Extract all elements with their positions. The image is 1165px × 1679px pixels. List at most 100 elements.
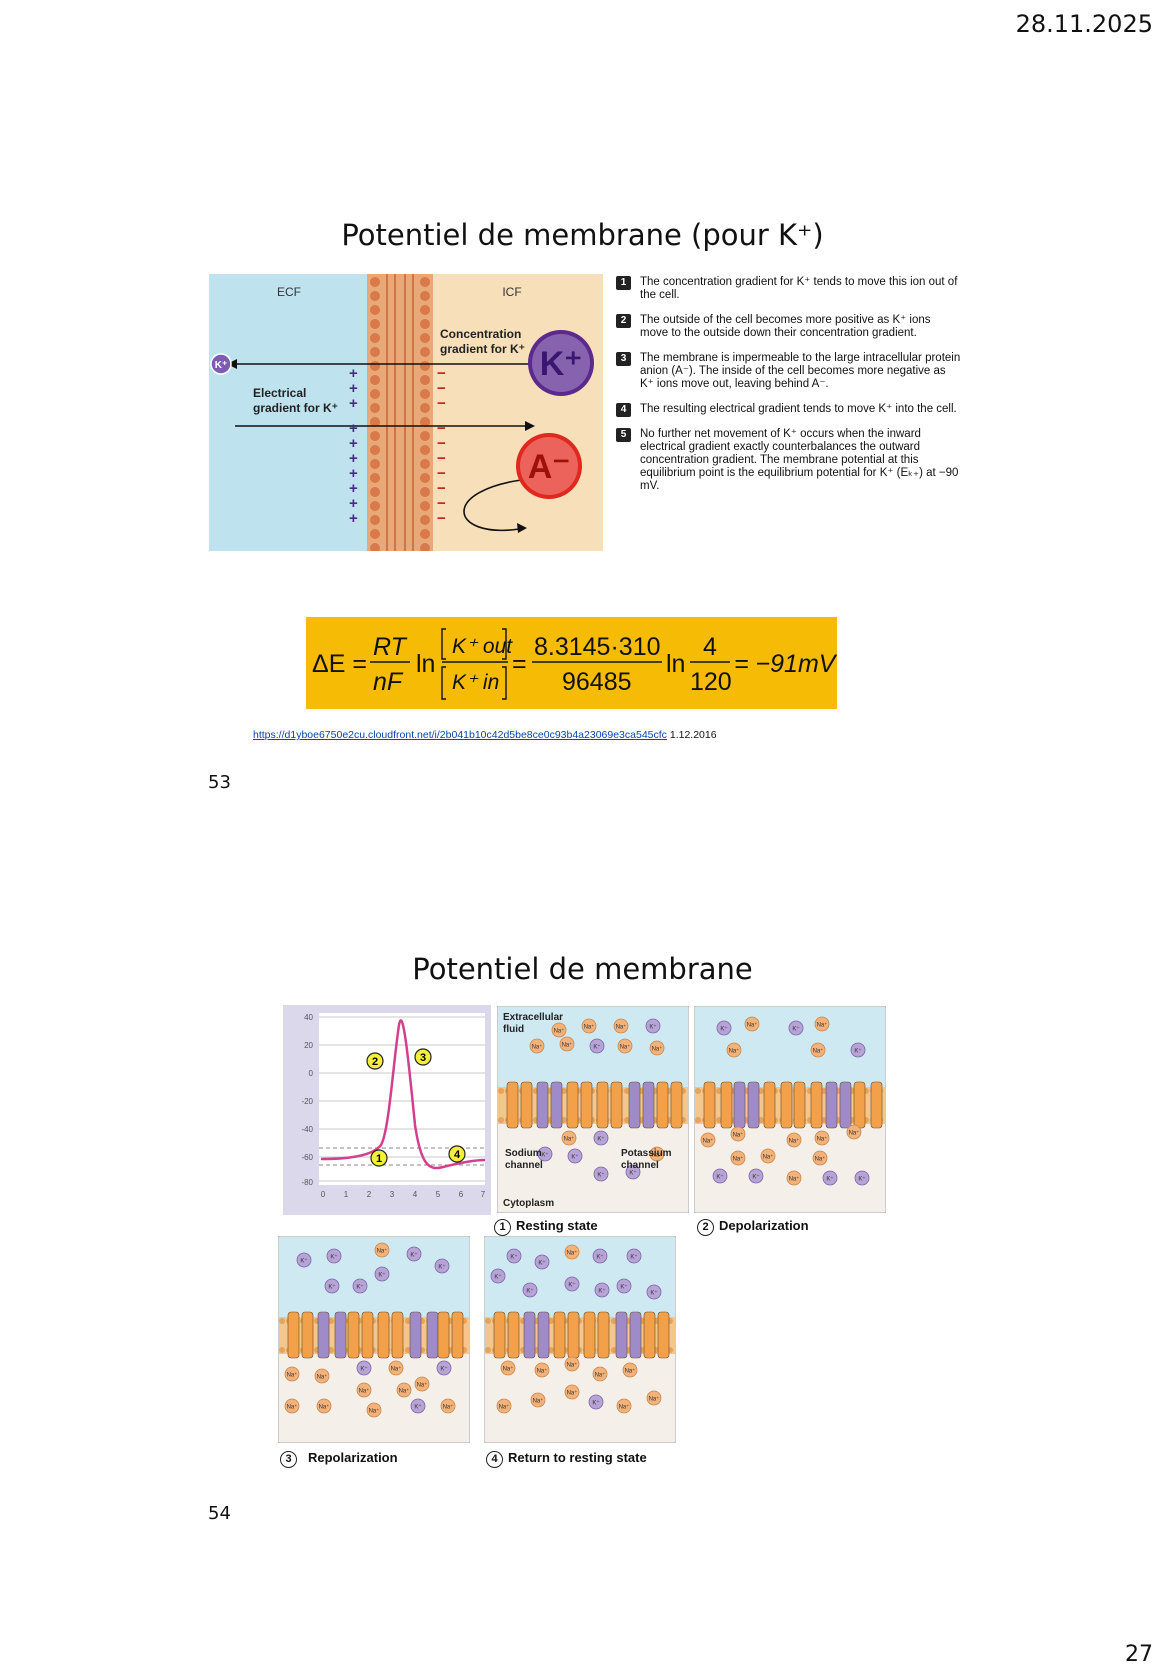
svg-text:K⁺: K⁺	[720, 1026, 727, 1033]
svg-text:Na⁺: Na⁺	[789, 1176, 800, 1183]
formula-num-value: 8.3145·310	[534, 633, 661, 661]
svg-text:Na⁺: Na⁺	[703, 1138, 714, 1145]
svg-text:Na⁺: Na⁺	[391, 1366, 402, 1373]
k-membrane-figure: ECF ICF Concentration gradient for K⁺ El…	[209, 274, 603, 551]
svg-text:K⁺: K⁺	[378, 1272, 385, 1279]
svg-text:K⁺: K⁺	[650, 1290, 657, 1297]
svg-text:Na⁺: Na⁺	[399, 1388, 410, 1395]
x-tick: 5	[436, 1190, 441, 1199]
ecf-label-2: fluid	[503, 1024, 524, 1035]
y-tick: 20	[304, 1041, 313, 1050]
anion	[516, 433, 582, 499]
svg-text:Na⁺: Na⁺	[625, 1368, 636, 1375]
depolarization-diagram: K⁺Na⁺K⁺Na⁺Na⁺Na⁺K⁺Na⁺Na⁺Na⁺Na⁺Na⁺Na⁺Na⁺N…	[693, 1005, 887, 1214]
svg-text:Na⁺: Na⁺	[499, 1404, 510, 1411]
y-tick: -80	[301, 1178, 313, 1187]
formula-nf: nF	[373, 668, 404, 696]
svg-text:Na⁺: Na⁺	[815, 1156, 826, 1163]
svg-text:Na⁺: Na⁺	[567, 1362, 578, 1369]
svg-text:K⁺: K⁺	[494, 1274, 501, 1281]
y-tick: -20	[301, 1097, 313, 1106]
svg-text:Na⁺: Na⁺	[532, 1044, 543, 1051]
svg-text:Na⁺: Na⁺	[733, 1156, 744, 1163]
x-tick: 1	[344, 1190, 349, 1199]
formula-lhs: ΔE =	[312, 650, 367, 678]
slide-number-54: 54	[208, 1503, 231, 1524]
step-4: 4 The resulting electrical gradient tend…	[616, 403, 961, 417]
svg-text:Na⁺: Na⁺	[503, 1366, 514, 1373]
action-potential-graph: 40 20 0 -20 -40 -60 -80 0 1 2 3 4 5 6 7 …	[283, 1005, 491, 1215]
svg-text:K⁺: K⁺	[541, 1152, 548, 1159]
svg-text:K⁺: K⁺	[571, 1154, 578, 1161]
step-text: No further net movement of K⁺ occurs whe…	[640, 428, 959, 492]
svg-text:Na⁺: Na⁺	[567, 1390, 578, 1397]
y-tick: 0	[309, 1069, 314, 1078]
x-tick: 4	[413, 1190, 418, 1199]
y-tick: -60	[301, 1153, 313, 1162]
caption-num: 1	[494, 1219, 511, 1236]
svg-text:Na⁺: Na⁺	[620, 1044, 631, 1051]
svg-text:K⁺: K⁺	[360, 1366, 367, 1373]
step-text: The concentration gradient for K⁺ tends …	[640, 276, 958, 301]
step-5: 5 No further net movement of K⁺ occurs w…	[616, 428, 961, 493]
anion-label: A⁻	[528, 448, 571, 486]
icf-label: ICF	[502, 285, 521, 299]
svg-text:Na⁺: Na⁺	[733, 1132, 744, 1139]
panel-depolarization: K⁺Na⁺K⁺Na⁺Na⁺Na⁺K⁺Na⁺Na⁺Na⁺Na⁺Na⁺Na⁺Na⁺N…	[693, 1005, 887, 1214]
source-date: 1.12.2016	[669, 729, 717, 741]
source-line: https://d1yboe6750e2cu.cloudfront.net/i/…	[253, 729, 717, 741]
svg-text:Na⁺: Na⁺	[317, 1374, 328, 1381]
small-k-label: K⁺	[215, 360, 228, 371]
formula-k-out: K⁺ out	[452, 635, 513, 658]
svg-text:−: −	[437, 365, 446, 382]
svg-text:Na⁺: Na⁺	[619, 1404, 630, 1411]
small-k-ion	[210, 353, 232, 375]
svg-text:+: +	[349, 435, 358, 452]
svg-text:Na⁺: Na⁺	[564, 1136, 575, 1143]
svg-text:+: +	[349, 480, 358, 497]
cytoplasm-label: Cytoplasm	[503, 1198, 554, 1209]
y-tick: 40	[304, 1013, 313, 1022]
step-badge: 3	[616, 352, 631, 366]
svg-text:K⁺: K⁺	[620, 1284, 627, 1291]
svg-text:K⁺: K⁺	[410, 1252, 417, 1259]
svg-text:K⁺: K⁺	[597, 1136, 604, 1143]
y-tick: -40	[301, 1125, 313, 1134]
svg-text:−: −	[437, 380, 446, 397]
x-tick: 2	[367, 1190, 372, 1199]
svg-text:K⁺: K⁺	[792, 1026, 799, 1033]
formula-result: = −91mV	[734, 650, 837, 678]
step-3: 3 The membrane is impermeable to the lar…	[616, 352, 961, 391]
svg-text:K⁺: K⁺	[826, 1176, 833, 1183]
slide-53-title: Potentiel de membrane (pour K⁺)	[341, 218, 824, 252]
svg-text:K⁺: K⁺	[629, 1170, 636, 1177]
svg-text:K⁺: K⁺	[356, 1284, 363, 1291]
svg-text:−: −	[437, 395, 446, 412]
svg-text:K⁺: K⁺	[330, 1254, 337, 1261]
x-tick: 7	[481, 1190, 486, 1199]
k-ion	[528, 330, 594, 396]
svg-text:+: +	[349, 380, 358, 397]
x-tick: 0	[321, 1190, 326, 1199]
caption-text: Repolarization	[308, 1450, 398, 1465]
svg-text:K⁺: K⁺	[630, 1254, 637, 1261]
svg-text:Na⁺: Na⁺	[554, 1028, 565, 1035]
caption-num: 3	[280, 1451, 297, 1468]
svg-text:+: +	[349, 365, 358, 382]
svg-text:Na⁺: Na⁺	[417, 1382, 428, 1389]
source-link[interactable]: https://d1yboe6750e2cu.cloudfront.net/i/…	[253, 729, 667, 741]
svg-text:+: +	[349, 420, 358, 437]
repolarization-diagram: K⁺K⁺Na⁺K⁺K⁺K⁺K⁺K⁺K⁺Na⁺K⁺Na⁺Na⁺Na⁺Na⁺Na⁺N…	[277, 1235, 471, 1444]
svg-text:Na⁺: Na⁺	[817, 1022, 828, 1029]
svg-text:+: +	[349, 450, 358, 467]
step-1: 1 The concentration gradient for K⁺ tend…	[616, 276, 961, 302]
step-text: The outside of the cell becomes more pos…	[640, 314, 931, 339]
ecf-region	[209, 274, 367, 551]
step-text: The membrane is impermeable to the large…	[640, 352, 961, 390]
step-2: 2 The outside of the cell becomes more p…	[616, 314, 961, 340]
svg-text:Na⁺: Na⁺	[849, 1130, 860, 1137]
sodium-label-1: Sodium	[505, 1148, 542, 1159]
caption-num: 2	[697, 1219, 714, 1236]
